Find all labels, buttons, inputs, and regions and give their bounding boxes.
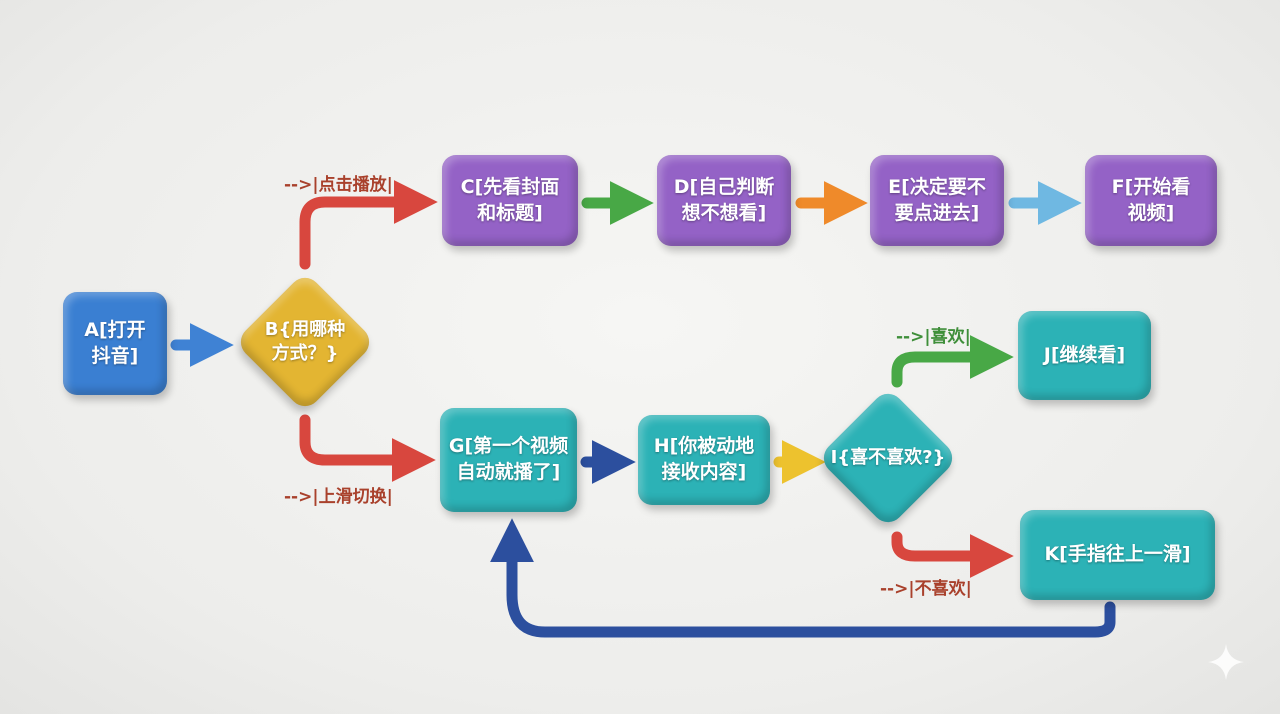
node-j: J[继续看]	[1018, 311, 1151, 400]
node-i-label: I{喜不喜欢?}	[830, 446, 946, 468]
edge-i-k	[891, 531, 1014, 578]
node-b: B{用哪种 方式？}	[234, 271, 376, 413]
edge-i-j	[891, 335, 1014, 388]
node-b-label: B{用哪种 方式？}	[264, 318, 346, 364]
edge-label-click-play: -->|点击播放|	[284, 175, 393, 195]
node-d: D[自己判断 想不想看]	[657, 155, 791, 246]
edge-k-g	[490, 518, 1116, 638]
node-c: C[先看封面 和标题]	[442, 155, 578, 246]
edge-b-c	[299, 180, 438, 270]
sparkle-icon	[1208, 644, 1244, 680]
edge-label-dislike: -->|不喜欢|	[880, 579, 972, 599]
node-f: F[开始看 视频]	[1085, 155, 1217, 246]
node-g: G[第一个视频 自动就播了]	[440, 408, 577, 512]
node-h: H[你被动地 接收内容]	[638, 415, 770, 505]
node-i: I{喜不喜欢?}	[817, 387, 959, 529]
node-a: A[打开 抖音]	[63, 292, 167, 395]
node-e: E[决定要不 要点进去]	[870, 155, 1004, 246]
edge-label-swipe-switch: -->|上滑切换|	[284, 487, 393, 507]
edge-label-like: -->|喜欢|	[896, 327, 971, 347]
node-k: K[手指往上一滑]	[1020, 510, 1215, 600]
edge-b-g	[299, 414, 436, 482]
